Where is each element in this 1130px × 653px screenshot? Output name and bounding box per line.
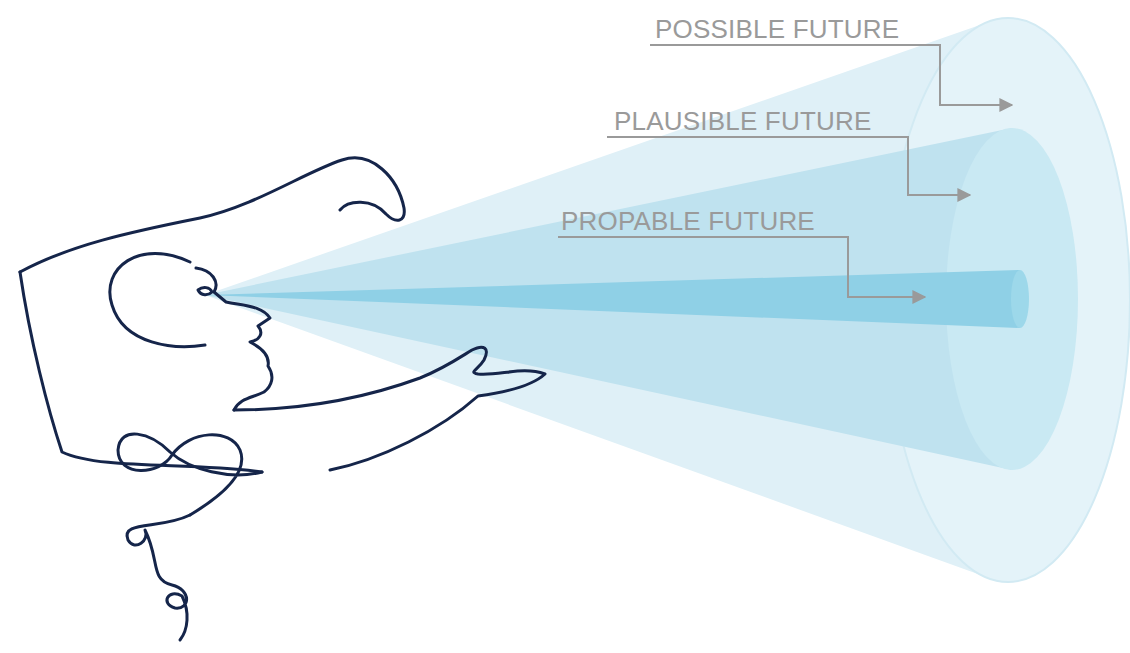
body-loops	[118, 434, 262, 515]
person-drawing	[20, 158, 545, 640]
face-profile	[196, 268, 272, 410]
leader-lines	[558, 45, 1012, 297]
raised-arm	[20, 158, 404, 272]
probable-cone-end	[1011, 270, 1029, 328]
future-label: POSSIBLE FUTURE	[655, 14, 899, 44]
probable-cone	[205, 270, 1020, 328]
possible-leader	[650, 45, 1012, 105]
reaching-arm	[234, 347, 545, 470]
plausible-leader	[607, 137, 970, 195]
eye	[198, 288, 212, 295]
head-loop	[110, 253, 205, 346]
future-label: PLAUSIBLE FUTURE	[614, 106, 872, 136]
probable-leader	[558, 237, 925, 297]
future-label: PROPABLE FUTURE	[561, 206, 815, 236]
tail-loops	[127, 515, 190, 640]
